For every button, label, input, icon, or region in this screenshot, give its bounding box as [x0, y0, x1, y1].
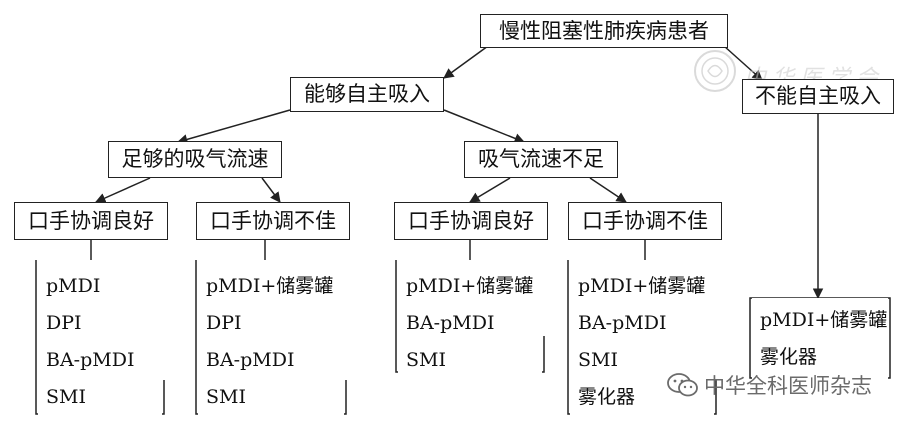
leaf-item: DPI [46, 312, 82, 334]
node-cannot-inhale: 不能自主吸入 [742, 79, 894, 114]
node-coord-good-1: 口手协调良好 [14, 202, 168, 240]
leaf-item: pMDI+储雾罐 [406, 275, 534, 297]
node-coord-poor-2: 口手协调不佳 [568, 202, 722, 240]
leaf-list-2: pMDI+储雾罐 DPI BA-pMDI SMI [198, 260, 344, 422]
leaf-item: 雾化器 [760, 346, 818, 368]
leaf-list-3: pMDI+储雾罐 BA-pMDI SMI [398, 260, 542, 385]
leaf-item: BA-pMDI [46, 349, 135, 371]
society-seal-icon [694, 50, 736, 92]
edge-root-can [443, 45, 489, 79]
leaf-item: SMI [578, 349, 618, 371]
edge-enough-good [95, 177, 151, 203]
leaf-item: pMDI+储雾罐 [578, 275, 706, 297]
leaf-item: BA-pMDI [578, 312, 667, 334]
leaf-item: SMI [206, 386, 246, 408]
edge-low-poor [589, 177, 627, 203]
leaf-item: 雾化器 [578, 386, 636, 408]
watermark-text: 中华全科医师杂志 [704, 374, 872, 398]
leaf-item: pMDI+储雾罐 [760, 309, 888, 331]
leaf-list-1: pMDI DPI BA-pMDI SMI [38, 260, 162, 422]
leaf-item: SMI [406, 349, 446, 371]
node-coord-good-2: 口手协调良好 [394, 202, 548, 240]
leaf-item: pMDI [46, 275, 101, 297]
leaf-list-5: pMDI+储雾罐 雾化器 [752, 298, 888, 382]
edge-low-good [469, 177, 511, 203]
edge-can-low [443, 109, 525, 144]
leaf-item: BA-pMDI [406, 312, 495, 334]
node-can-inhale: 能够自主吸入 [290, 77, 444, 112]
leaf-item: SMI [46, 386, 86, 408]
edge-enough-poor [261, 177, 281, 203]
edge-can-enough [176, 109, 291, 145]
edge-root-cannot [723, 45, 763, 81]
leaf-item: pMDI+储雾罐 [206, 275, 334, 297]
node-root: 慢性阻塞性肺疾病患者 [480, 14, 728, 48]
leaf-item: DPI [206, 312, 242, 334]
wechat-icon [667, 373, 698, 397]
node-enough-flow: 足够的吸气流速 [108, 141, 282, 178]
journal-watermark: 中华全科医师杂志 [666, 370, 872, 400]
node-low-flow: 吸气流速不足 [464, 141, 618, 178]
node-coord-poor-1: 口手协调不佳 [196, 202, 350, 240]
leaf-item: BA-pMDI [206, 349, 295, 371]
